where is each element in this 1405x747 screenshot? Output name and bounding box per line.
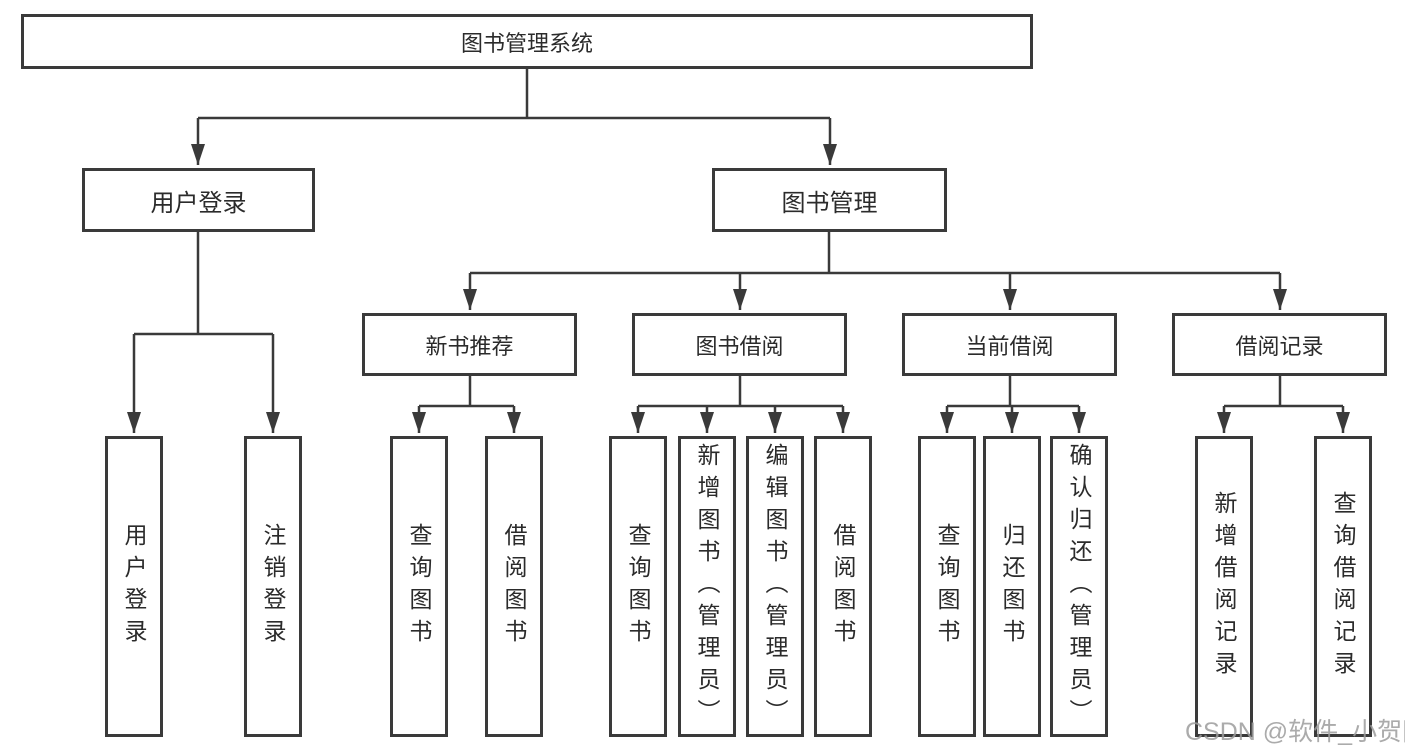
node-label: 借阅图书 — [501, 522, 527, 651]
node-label: 图书管理 — [781, 189, 878, 217]
node-label: 用户登录 — [121, 522, 147, 651]
node-label: 查询借阅记录 — [1330, 490, 1356, 683]
node-borrowing-records: 借阅记录 — [1172, 313, 1387, 376]
leaf-query-books-current: 查询图书 — [918, 436, 976, 737]
leaf-add-book-admin: 新增图书（管理员） — [678, 436, 736, 737]
node-label: 新增图书（管理员） — [694, 442, 720, 731]
node-current-borrowing: 当前借阅 — [902, 313, 1117, 376]
leaf-borrow-books-recommend: 借阅图书 — [485, 436, 543, 737]
leaf-query-borrow-record: 查询借阅记录 — [1314, 436, 1372, 737]
node-user-login-branch: 用户登录 — [82, 168, 315, 232]
node-label: 图书管理系统 — [460, 30, 593, 56]
node-label: 图书借阅 — [695, 333, 784, 359]
leaf-edit-book-admin: 编辑图书（管理员） — [746, 436, 804, 737]
leaf-confirm-return-admin: 确认归还（管理员） — [1050, 436, 1108, 737]
leaf-add-borrow-record: 新增借阅记录 — [1195, 436, 1253, 737]
node-label: 新书推荐 — [425, 333, 514, 359]
leaf-borrow-books-borrowing: 借阅图书 — [814, 436, 872, 737]
csdn-watermark: CSDN @软件_小贺同学 — [1185, 718, 1405, 746]
node-label: 注销登录 — [260, 522, 286, 651]
node-label: 查询图书 — [625, 522, 651, 651]
node-label: 查询图书 — [406, 522, 432, 651]
node-book-management: 图书管理 — [712, 168, 947, 232]
node-label: 编辑图书（管理员） — [762, 442, 788, 731]
node-new-book-recommendation: 新书推荐 — [362, 313, 577, 376]
node-label: 当前借阅 — [965, 333, 1054, 359]
leaf-query-books-borrowing: 查询图书 — [609, 436, 667, 737]
node-label: 新增借阅记录 — [1211, 490, 1237, 683]
leaf-user-login: 用户登录 — [105, 436, 163, 737]
node-label: 借阅图书 — [830, 522, 856, 651]
node-label: 查询图书 — [934, 522, 960, 651]
node-label: 归还图书 — [999, 522, 1025, 651]
node-label: 确认归还（管理员） — [1066, 442, 1092, 731]
leaf-logout: 注销登录 — [244, 436, 302, 737]
node-book-borrowing: 图书借阅 — [632, 313, 847, 376]
node-label: 借阅记录 — [1235, 333, 1324, 359]
node-label: 用户登录 — [150, 189, 247, 217]
leaf-return-book: 归还图书 — [983, 436, 1041, 737]
leaf-query-books-recommend: 查询图书 — [390, 436, 448, 737]
node-library-management-system: 图书管理系统 — [21, 14, 1033, 69]
